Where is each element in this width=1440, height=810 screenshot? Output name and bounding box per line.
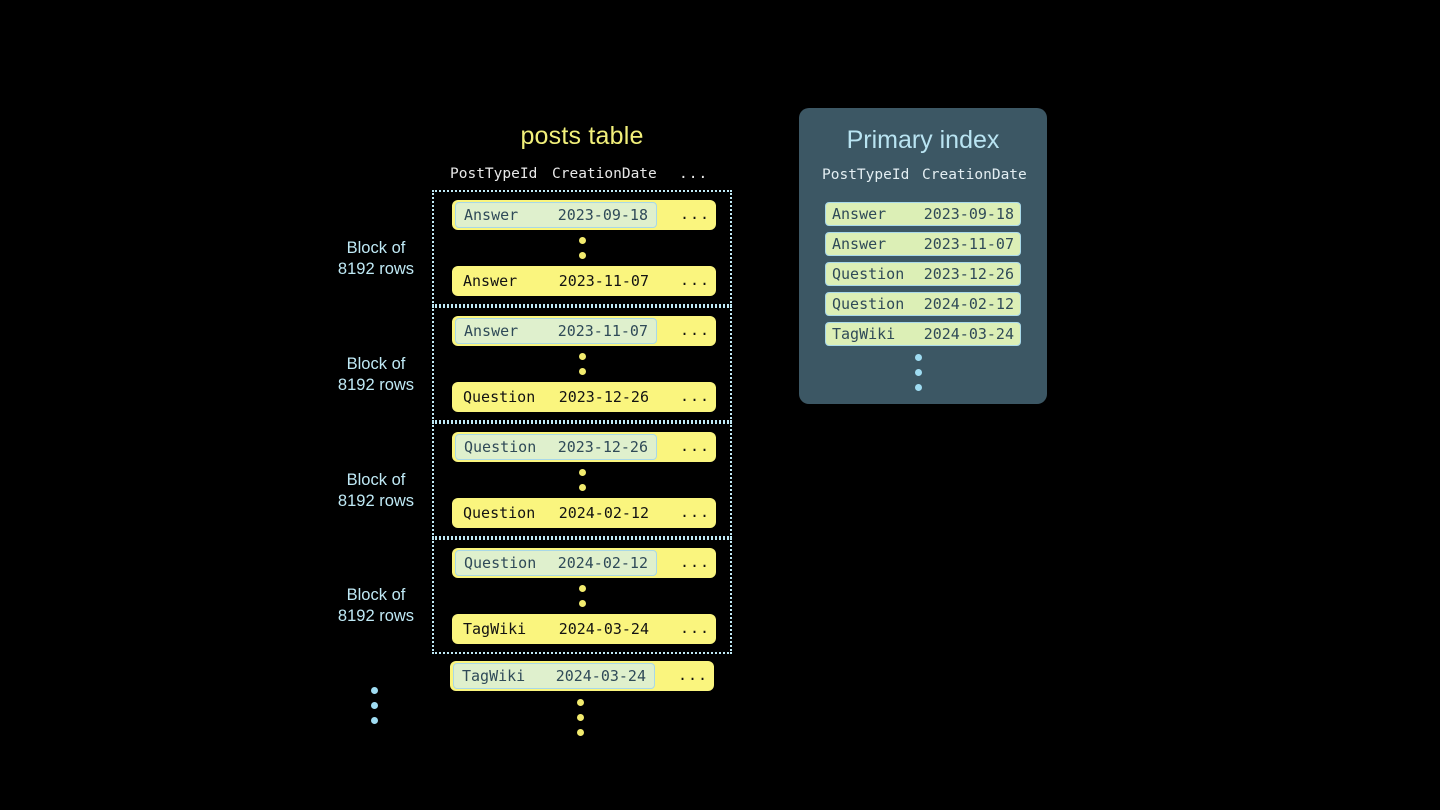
table-row: TagWiki 2024-03-24 ... — [450, 661, 714, 691]
cell-creationdate: 2023-12-26 — [558, 388, 649, 406]
row-cells: Answer 2023-11-07 — [455, 268, 657, 294]
row-cells: Answer 2023-09-18 — [455, 202, 657, 228]
primary-index-panel: Primary index PostTypeId CreationDate An… — [799, 108, 1047, 404]
primary-index-column-headers: PostTypeId CreationDate — [799, 167, 1047, 187]
cell-more: ... — [680, 437, 711, 455]
cell-posttypeid: Answer — [463, 272, 518, 290]
cell-more: ... — [680, 321, 711, 339]
row-cells: Answer 2023-11-07 — [455, 318, 657, 344]
posts-table-column-headers: PostTypeId CreationDate ... — [432, 166, 732, 186]
cell-more: ... — [680, 503, 711, 521]
index-row: TagWiki 2024-03-24 — [825, 322, 1021, 346]
index-cell-creationdate: 2024-02-12 — [923, 295, 1014, 313]
data-block-2: Answer 2023-11-07 ... Question 2023-12-2… — [432, 306, 732, 422]
index-row: Answer 2023-11-07 — [825, 232, 1021, 256]
row-cells: TagWiki 2024-03-24 — [455, 616, 657, 642]
cell-more: ... — [680, 619, 711, 637]
row-cells: Question 2023-12-26 — [455, 384, 657, 410]
index-column-header-posttypeid: PostTypeId — [822, 167, 910, 183]
row-cells: Question 2023-12-26 — [455, 434, 657, 460]
table-row: Question 2024-02-12 ... — [452, 498, 716, 528]
cell-creationdate: 2023-11-07 — [557, 322, 648, 340]
index-cell-posttypeid: Answer — [832, 205, 887, 223]
column-header-more: ... — [679, 166, 709, 182]
primary-index-title: Primary index — [846, 126, 1000, 154]
index-cell-creationdate: 2024-03-24 — [923, 325, 1014, 343]
cell-posttypeid: Answer — [464, 206, 519, 224]
table-row: Question 2023-12-26 ... — [452, 382, 716, 412]
column-header-posttypeid: PostTypeId — [450, 166, 538, 182]
block-label-line2: 8192 rows — [337, 376, 415, 394]
cell-creationdate: 2024-03-24 — [555, 667, 646, 685]
block-label-line1: Block of — [346, 471, 406, 489]
index-cell-posttypeid: Answer — [832, 235, 887, 253]
index-row: Question 2023-12-26 — [825, 262, 1021, 286]
cell-posttypeid: Answer — [464, 322, 519, 340]
cell-creationdate: 2024-02-12 — [558, 504, 649, 522]
index-cell-posttypeid: Question — [832, 265, 905, 283]
row-cells: Question 2024-02-12 — [455, 500, 657, 526]
index-row: Answer 2023-09-18 — [825, 202, 1021, 226]
cell-posttypeid: Question — [463, 504, 536, 522]
cell-more: ... — [680, 205, 711, 223]
table-row: Answer 2023-11-07 ... — [452, 266, 716, 296]
index-cell-posttypeid: TagWiki — [832, 325, 896, 343]
index-cell-creationdate: 2023-12-26 — [923, 265, 1014, 283]
block-label-line2: 8192 rows — [337, 260, 415, 278]
table-row: Answer 2023-09-18 ... — [452, 200, 716, 230]
cell-more: ... — [680, 553, 711, 571]
index-cell-creationdate: 2023-11-07 — [923, 235, 1014, 253]
block-label-line2: 8192 rows — [337, 607, 415, 625]
cell-posttypeid: Question — [463, 388, 536, 406]
cell-more: ... — [680, 271, 711, 289]
table-row: Answer 2023-11-07 ... — [452, 316, 716, 346]
block-label-line1: Block of — [346, 586, 406, 604]
cell-posttypeid: TagWiki — [462, 667, 526, 685]
posts-table-title: posts table — [520, 122, 644, 150]
cell-posttypeid: TagWiki — [463, 620, 527, 638]
block-label-1: Block of 8192 rows — [301, 238, 451, 280]
column-header-creationdate: CreationDate — [552, 166, 657, 182]
data-block-3: Question 2023-12-26 ... Question 2024-02… — [432, 422, 732, 538]
cell-creationdate: 2023-11-07 — [558, 272, 649, 290]
cell-creationdate: 2023-09-18 — [557, 206, 648, 224]
block-label-line1: Block of — [346, 355, 406, 373]
index-cell-creationdate: 2023-09-18 — [923, 205, 1014, 223]
block-label-line1: Block of — [346, 239, 406, 257]
block-label-line2: 8192 rows — [337, 492, 415, 510]
index-column-header-creationdate: CreationDate — [922, 167, 1027, 183]
table-row: Question 2023-12-26 ... — [452, 432, 716, 462]
block-label-4: Block of 8192 rows — [301, 585, 451, 627]
block-label-3: Block of 8192 rows — [301, 470, 451, 512]
index-row: Question 2024-02-12 — [825, 292, 1021, 316]
row-cells: Question 2024-02-12 — [455, 550, 657, 576]
table-row: TagWiki 2024-03-24 ... — [452, 614, 716, 644]
cell-creationdate: 2023-12-26 — [557, 438, 648, 456]
index-bottom-ellipsis-icon — [915, 354, 927, 399]
cell-creationdate: 2024-02-12 — [557, 554, 648, 572]
cell-creationdate: 2024-03-24 — [558, 620, 649, 638]
row-cells: TagWiki 2024-03-24 — [453, 663, 655, 689]
cell-more: ... — [678, 666, 709, 684]
cell-posttypeid: Question — [464, 438, 537, 456]
table-bottom-ellipsis-icon — [577, 699, 589, 744]
data-block-1: Answer 2023-09-18 ... Answer 2023-11-07 … — [432, 190, 732, 306]
block-label-2: Block of 8192 rows — [301, 354, 451, 396]
table-row: Question 2024-02-12 ... — [452, 548, 716, 578]
cell-posttypeid: Question — [464, 554, 537, 572]
cell-more: ... — [680, 387, 711, 405]
index-cell-posttypeid: Question — [832, 295, 905, 313]
blocks-bottom-ellipsis-icon — [371, 687, 383, 732]
data-block-4: Question 2024-02-12 ... TagWiki 2024-03-… — [432, 538, 732, 654]
